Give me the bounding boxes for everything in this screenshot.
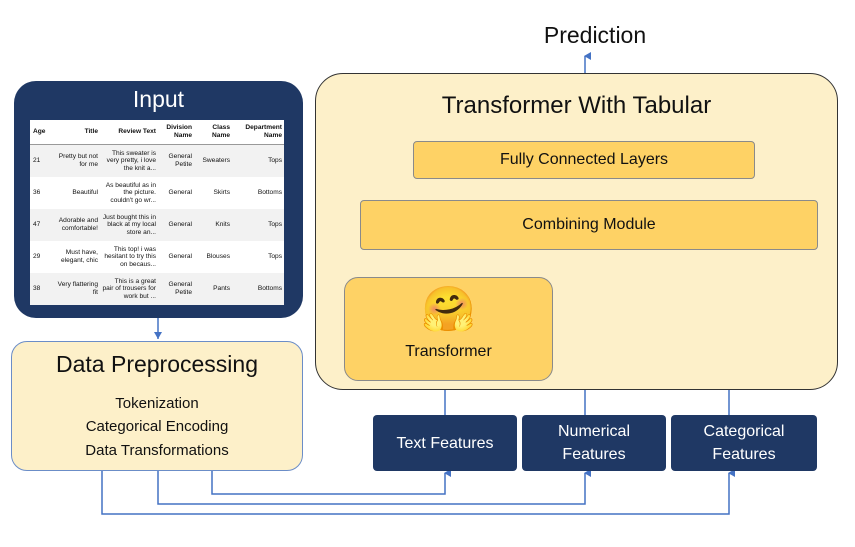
table-cell: This top! i was hesitant to try this on … (104, 245, 156, 268)
prediction-label: Prediction (543, 22, 647, 48)
table-cell: General Petite (168, 281, 192, 296)
preprocessing-step-categorical-encoding: Categorical Encoding (85, 418, 229, 435)
table-cell: 36 (33, 189, 41, 197)
table-cell: Skirts (213, 189, 230, 197)
table-cell: Pretty but not for me (58, 153, 98, 168)
model-title: Transformer With Tabular (441, 92, 712, 119)
table-cell: Very flattering fit (57, 281, 98, 296)
table-cell: Blouses (206, 253, 230, 261)
table-cell: This sweater is very pretty, i love the … (106, 149, 156, 172)
text-features-box: Text Features (373, 415, 517, 471)
table-cell: Knits (215, 221, 230, 229)
table-cell: Tops (268, 221, 282, 229)
table-cell: Just bought this in black at my local st… (102, 213, 156, 236)
table-cell: Sweaters (202, 157, 231, 165)
table-row: 47 Adorable and comfortable! Just bought… (30, 209, 284, 241)
transformer-box (344, 277, 553, 381)
table-row: 38 Very flattering fit This is a great p… (30, 273, 284, 305)
table-row: 36 Beautiful As beautiful as in the pict… (30, 177, 284, 209)
table-cell: 38 (33, 285, 41, 293)
table-cell: Tops (268, 253, 282, 261)
preprocessing-title: Data Preprocessing (56, 351, 258, 377)
table-header-cell: Division Name (158, 120, 194, 145)
table-header-cell: Class Name (194, 120, 232, 145)
transformer-label: Transformer (405, 343, 492, 360)
table-header-cell: Review Text (100, 120, 158, 145)
preprocessing-step-tokenization: Tokenization (115, 395, 199, 412)
preprocessing-step-data-transformations: Data Transformations (85, 442, 229, 459)
table-cell: 21 (33, 157, 41, 165)
input-data-table: Age Title Review Text Division Name Clas… (30, 120, 284, 305)
combining-module-box: Combining Module (360, 200, 818, 250)
table-cell: 29 (33, 253, 41, 261)
fully-connected-layers-box: Fully Connected Layers (413, 141, 755, 179)
table-row: 29 Must have, elegant, chic This top! i … (30, 241, 284, 273)
categorical-features-box: Categorical Features (671, 415, 817, 471)
table-cell: Must have, elegant, chic (60, 249, 98, 264)
table-header-cell: Title (50, 120, 100, 145)
table-cell: General (168, 253, 192, 261)
table-cell: Bottoms (257, 189, 282, 197)
table-cell: General (168, 189, 192, 197)
hugging-face-icon: 🤗 (421, 285, 476, 334)
table-cell: Beautiful (72, 189, 98, 197)
table-cell: Pants (213, 285, 230, 293)
table-cell: General (168, 221, 192, 229)
data-preprocessing-box (11, 341, 303, 471)
numerical-features-box: Numerical Features (522, 415, 666, 471)
table-header-cell: Department Name (232, 120, 284, 145)
table-header-row: Age Title Review Text Division Name Clas… (30, 120, 284, 145)
wire-to-categorical-features (101, 469, 735, 515)
wire-to-numerical-features (157, 469, 591, 505)
input-title: Input (132, 86, 185, 112)
table-cell: General Petite (168, 153, 192, 168)
table-cell: Tops (268, 157, 282, 165)
table-cell: Adorable and comfortable! (58, 217, 98, 232)
wire-to-text-features (211, 469, 451, 495)
table-cell: This is a great pair of trousers for wor… (102, 277, 156, 300)
table-row: 21 Pretty but not for me This sweater is… (30, 144, 284, 177)
table-cell: 47 (33, 221, 41, 229)
numerical-features-label: Numerical Features (557, 423, 630, 463)
table-cell: As beautiful as in the picture. couldn't… (105, 181, 156, 204)
input-table-container: Age Title Review Text Division Name Clas… (30, 120, 284, 305)
table-header-cell: Age (30, 120, 50, 145)
table-cell: Bottoms (257, 285, 282, 293)
categorical-features-label: Categorical Features (703, 423, 785, 463)
